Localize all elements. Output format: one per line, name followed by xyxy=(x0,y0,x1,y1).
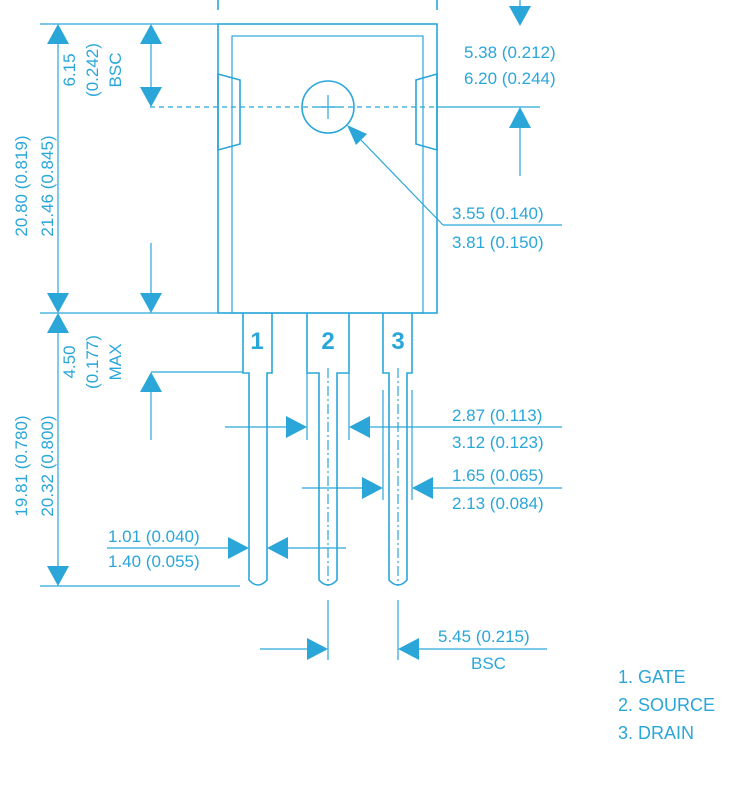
dim-lead-width-lower xyxy=(107,537,346,559)
dim-lead-pitch-note: BSC xyxy=(471,654,506,673)
dim-lead-length-max: 20.32 (0.800) xyxy=(38,415,57,516)
dim-lead-width-upper-max: 2.13 (0.084) xyxy=(452,494,544,513)
dim-hole-offset xyxy=(140,24,162,313)
dim-lead-length xyxy=(40,313,240,587)
dim-shoulder-width-max: 3.12 (0.123) xyxy=(452,433,544,452)
dim-hole-offset-note: BSC xyxy=(106,53,125,88)
dim-lead-width-upper-min: 1.65 (0.065) xyxy=(452,466,544,485)
pin-legend: 1. GATE 2. SOURCE 3. DRAIN xyxy=(618,667,715,743)
dim-lead-shoulder-note: MAX xyxy=(106,344,125,381)
dim-lead-pitch-value: 5.45 (0.215) xyxy=(438,627,530,646)
lead-2 xyxy=(306,313,350,586)
pin-number-1: 1 xyxy=(250,328,263,355)
dim-lead-shoulder-inch: (0.177) xyxy=(83,335,102,389)
dim-lead-shoulder xyxy=(140,371,243,440)
dim-hole-diameter-min: 3.55 (0.140) xyxy=(452,204,544,223)
dim-tab-notch xyxy=(437,106,540,176)
package-body xyxy=(217,0,438,314)
dim-body-height-min: 20.80 (0.819) xyxy=(12,135,31,236)
dim-shoulder-width-min: 2.87 (0.113) xyxy=(452,406,542,425)
dim-lead-pitch xyxy=(260,600,547,660)
dim-body-height xyxy=(40,23,218,314)
legend-source: 2. SOURCE xyxy=(618,695,715,715)
mounting-hole xyxy=(301,80,355,134)
dim-hole-diameter-max: 3.81 (0.150) xyxy=(452,233,544,252)
dim-tab-notch-max: 6.20 (0.244) xyxy=(464,69,556,88)
dim-lead-width-lower-min: 1.01 (0.040) xyxy=(108,527,200,546)
dim-tab-notch-min: 5.38 (0.212) xyxy=(464,43,556,62)
dim-top-arrow xyxy=(509,0,531,26)
lead-1 xyxy=(242,313,273,586)
lead-3 xyxy=(382,313,413,586)
dim-hole-offset-value: 6.15 xyxy=(60,53,79,86)
dim-lead-width-upper xyxy=(302,390,562,500)
dim-lead-length-min: 19.81 (0.780) xyxy=(12,415,31,516)
legend-drain: 3. DRAIN xyxy=(618,723,694,743)
pin-number-3: 3 xyxy=(391,328,404,355)
dim-shoulder-width xyxy=(225,373,562,440)
dim-lead-width-lower-max: 1.40 (0.055) xyxy=(108,552,200,571)
dim-hole-diameter xyxy=(347,125,562,226)
dim-body-height-max: 21.46 (0.845) xyxy=(38,135,57,236)
dim-lead-shoulder-value: 4.50 xyxy=(60,345,79,378)
dim-hole-offset-inch: (0.242) xyxy=(83,43,102,97)
legend-gate: 1. GATE xyxy=(618,667,686,687)
pin-number-2: 2 xyxy=(321,328,334,355)
